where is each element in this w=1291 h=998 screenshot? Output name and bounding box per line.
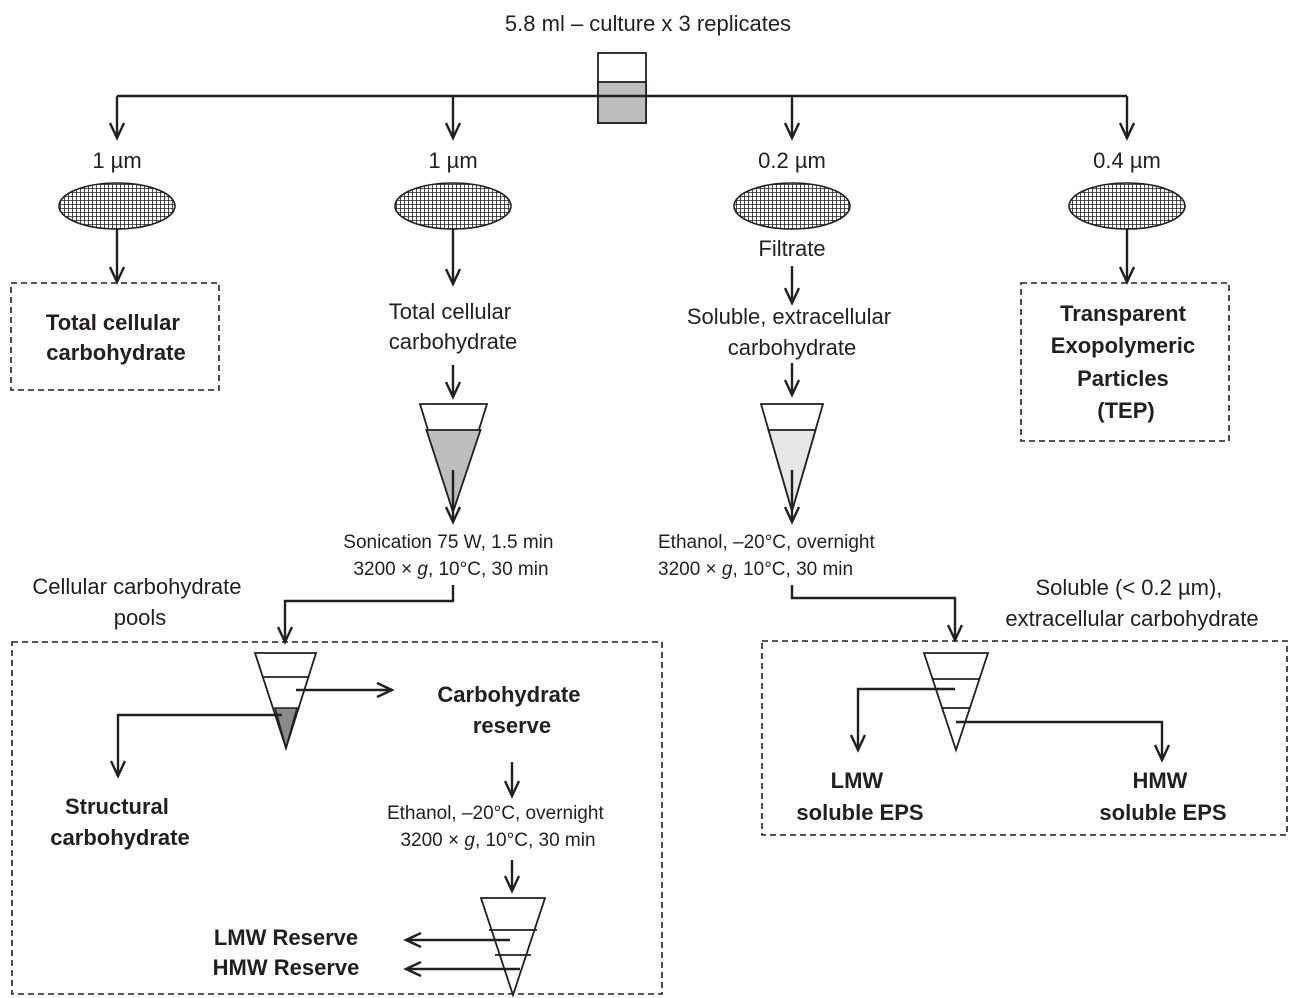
- carbohydrate-reserve-label: Carbohydrate reserve: [437, 682, 586, 738]
- structural-carbohydrate-label: Structural carbohydrate: [50, 794, 189, 850]
- culture-beaker-icon: [597, 52, 647, 124]
- diagram-title: 5.8 ml – culture x 3 replicates: [505, 11, 791, 36]
- hmw-reserve-label: HMW Reserve: [213, 955, 360, 980]
- soluble-pools-heading: Soluble (< 0.2 µm), extracellular carboh…: [1005, 575, 1258, 631]
- filter-icon: [58, 182, 176, 230]
- hmw-soluble-eps-label: HMW soluble EPS: [1099, 768, 1226, 825]
- filter-icon: [1068, 182, 1186, 230]
- distribution-lines: [108, 94, 1136, 141]
- branch-2: 1 µm Total cellular carbohydrate Sonicat…: [276, 148, 558, 645]
- soluble-extracellular-carbohydrate-label: Soluble, extracellular carbohydrate: [687, 304, 897, 360]
- cellular-pools-section: Cellular carbohydrate pools Carbohydrate…: [11, 574, 663, 998]
- lmw-soluble-eps-label: LMW soluble EPS: [796, 768, 923, 825]
- soluble-pools-section: Soluble (< 0.2 µm), extracellular carboh…: [761, 575, 1288, 836]
- filter-pore-label: 1 µm: [92, 148, 141, 173]
- tep-result: Transparent Exopolymeric Particles (TEP): [1051, 301, 1201, 423]
- soluble-pools-box: [761, 640, 1288, 836]
- result-box: [1020, 282, 1230, 442]
- filtrate-label: Filtrate: [758, 236, 825, 261]
- centrifuge-tube-icon: [922, 652, 990, 753]
- filter-icon: [394, 182, 512, 230]
- cellular-pools-box: [11, 641, 663, 995]
- lmw-reserve-label: LMW Reserve: [214, 925, 358, 950]
- cellular-pools-heading: Cellular carbohydrate pools: [32, 574, 247, 630]
- branch-1: 1 µm Total cellular carbohydrate: [10, 148, 220, 391]
- filter-icon: [733, 182, 851, 230]
- ethanol-step-label: Ethanol, –20°C, overnight 3200 × g, 10°C…: [658, 532, 880, 580]
- centrifuge-tube-icon: [253, 652, 318, 752]
- filter-pore-label: 0.2 µm: [758, 148, 826, 173]
- ethanol-step-label: Ethanol, –20°C, overnight 3200 × g, 10°C…: [387, 803, 609, 851]
- branch-4: 0.4 µm Transparent Exopolymeric Particle…: [1020, 148, 1230, 442]
- filter-pore-label: 0.4 µm: [1093, 148, 1161, 173]
- total-cellular-carbohydrate-result: Total cellular carbohydrate: [46, 310, 186, 365]
- total-cellular-carbohydrate-label: Total cellular carbohydrate: [389, 299, 517, 354]
- branch-3: 0.2 µm Filtrate Soluble, extracellular c…: [658, 148, 964, 643]
- filter-pore-label: 1 µm: [428, 148, 477, 173]
- centrifuge-tube-icon: [479, 897, 547, 998]
- sonication-step-label: Sonication 75 W, 1.5 min 3200 × g, 10°C,…: [343, 532, 558, 580]
- result-box: [10, 282, 220, 391]
